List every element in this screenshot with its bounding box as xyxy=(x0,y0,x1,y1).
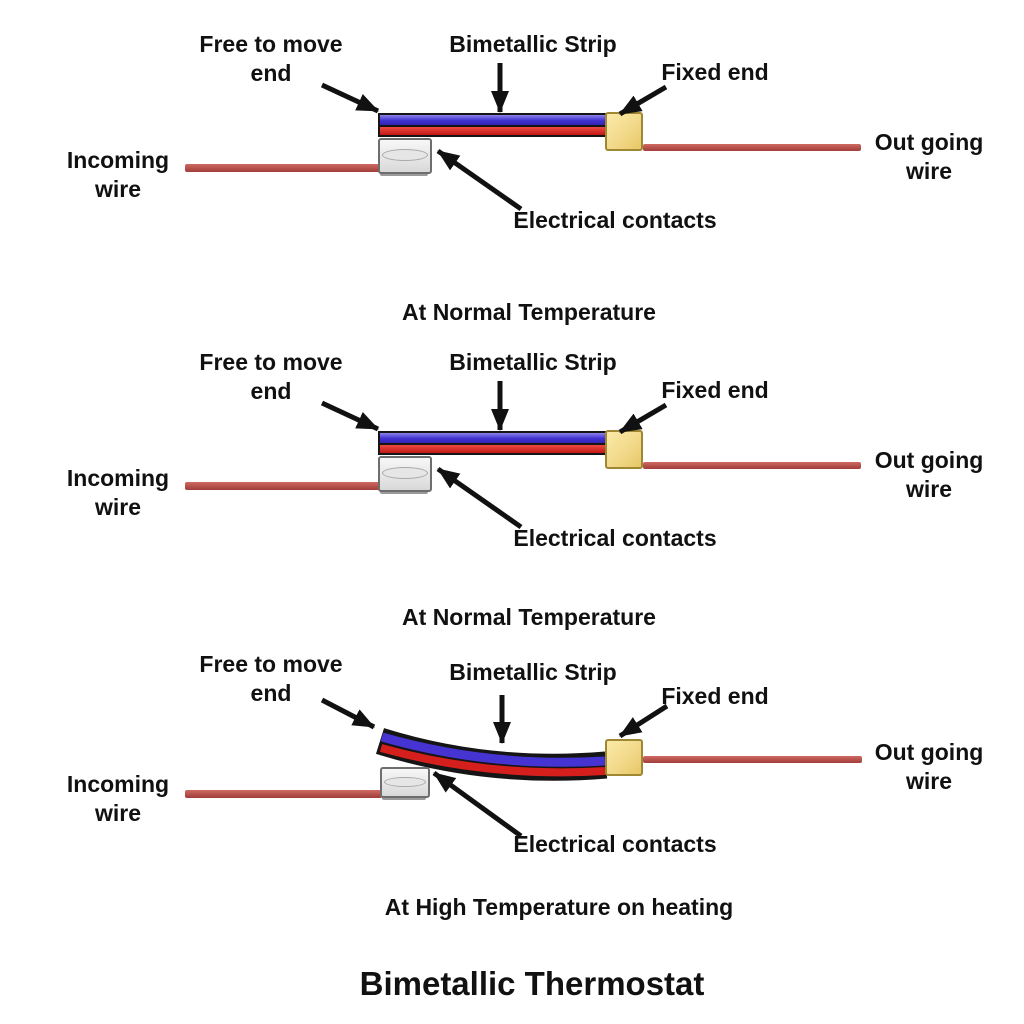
caption-normal-2: At Normal Temperature xyxy=(402,604,656,630)
contact-shadow xyxy=(380,490,428,494)
outgoing-wire xyxy=(643,144,861,151)
fixed-end-label: Fixed end xyxy=(661,59,769,85)
electrical-contact xyxy=(380,767,430,798)
fixed-end-block xyxy=(605,739,643,776)
outgoing-line1: Out going xyxy=(874,129,984,155)
incoming-wire-label: Incoming wire xyxy=(67,464,169,522)
strip-blue-layer xyxy=(380,433,606,443)
free-to-move-end-label: Free to move end xyxy=(199,30,342,88)
diagram-title: Bimetallic Thermostat xyxy=(359,965,705,1002)
free-to-move-end-label: Free to move end xyxy=(199,650,342,708)
free-to-move-line2: end xyxy=(250,60,292,86)
bimetallic-strip xyxy=(378,113,608,137)
outgoing-line2: wire xyxy=(905,768,953,794)
strip-red-layer xyxy=(379,744,606,777)
contact-rim xyxy=(382,148,428,162)
electrical-contacts-label: Electrical contacts xyxy=(513,831,717,857)
outgoing-wire-label: Out going wire xyxy=(875,128,984,186)
fixed-end-block xyxy=(605,112,643,151)
outgoing-wire-label: Out going wire xyxy=(875,446,984,504)
bimetallic-strip-label: Bimetallic Strip xyxy=(449,659,617,685)
contact-rim xyxy=(382,466,428,480)
fixed-end-block xyxy=(605,430,643,469)
panel-high-temperature: Free to move end Bimetallic Strip Fixed … xyxy=(0,620,1024,890)
outgoing-line2: wire xyxy=(905,158,953,184)
incoming-line2: wire xyxy=(94,176,142,202)
free-to-move-line1: Free to move xyxy=(199,349,343,375)
outgoing-wire-label: Out going wire xyxy=(875,738,984,796)
fixed-end-label: Fixed end xyxy=(661,377,769,403)
incoming-line1: Incoming xyxy=(66,465,170,491)
strip-red-layer xyxy=(380,445,606,453)
strip-red-layer xyxy=(380,127,606,135)
bimetallic-strip-label: Bimetallic Strip xyxy=(449,349,617,375)
free-to-move-line1: Free to move xyxy=(199,31,343,57)
bimetallic-strip-bent xyxy=(375,728,608,781)
electrical-contacts-label: Electrical contacts xyxy=(513,207,717,233)
strip-blue-layer xyxy=(380,732,606,767)
electrical-contacts-label: Electrical contacts xyxy=(513,525,717,551)
incoming-line2: wire xyxy=(94,800,142,826)
free-to-move-line2: end xyxy=(250,378,292,404)
incoming-wire-label: Incoming wire xyxy=(67,146,169,204)
incoming-line1: Incoming xyxy=(66,147,170,173)
incoming-wire-label: Incoming wire xyxy=(67,770,169,828)
incoming-line2: wire xyxy=(94,494,142,520)
bimetallic-strip xyxy=(378,431,608,455)
incoming-wire xyxy=(185,164,382,172)
electrical-contact xyxy=(378,138,432,174)
strip-outline xyxy=(375,728,608,781)
outgoing-wire xyxy=(643,462,861,469)
panel-normal-temperature-2: Free to move end Bimetallic Strip Fixed … xyxy=(0,318,1024,588)
fixed-end-label: Fixed end xyxy=(661,683,769,709)
contact-rim xyxy=(383,776,427,787)
free-to-move-line1: Free to move xyxy=(199,651,343,677)
outgoing-wire xyxy=(643,756,862,763)
caption-normal-1: At Normal Temperature xyxy=(402,299,656,325)
strip-blue-layer xyxy=(380,115,606,125)
outgoing-line1: Out going xyxy=(874,447,984,473)
bimetallic-strip-label: Bimetallic Strip xyxy=(449,31,617,57)
incoming-wire xyxy=(185,482,382,490)
incoming-line1: Incoming xyxy=(66,771,170,797)
outgoing-line2: wire xyxy=(905,476,953,502)
outgoing-line1: Out going xyxy=(874,739,984,765)
electrical-contact xyxy=(378,456,432,492)
incoming-wire xyxy=(185,790,382,798)
contact-shadow xyxy=(382,796,426,800)
free-to-move-line2: end xyxy=(250,680,292,706)
caption-high-temperature: At High Temperature on heating xyxy=(384,894,734,920)
contact-shadow xyxy=(380,172,428,176)
free-to-move-end-label: Free to move end xyxy=(199,348,342,406)
panel-normal-temperature-1: Free to move end Bimetallic Strip Fixed … xyxy=(0,0,1024,270)
